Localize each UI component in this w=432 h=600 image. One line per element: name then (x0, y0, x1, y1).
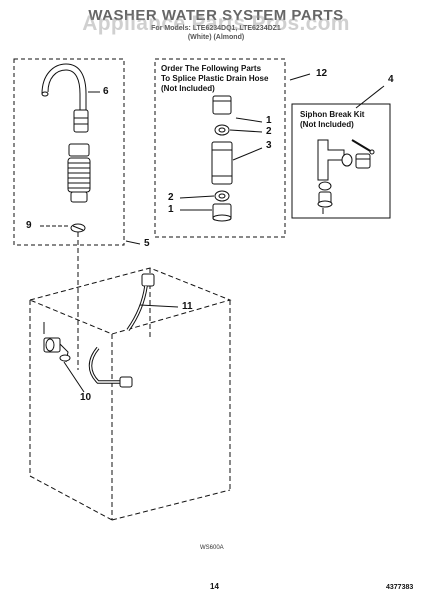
callout-6: 6 (103, 86, 109, 97)
leader-2a (229, 129, 263, 133)
splice-label-line-1: Order The Following Parts (161, 64, 262, 73)
valve-fitting (43, 322, 71, 363)
splice-box-label: Order The Following Parts To Splice Plas… (161, 64, 283, 94)
model-line: For Models: LTE6234DQ1, LTE6234DZ1 (151, 25, 281, 32)
figure-code: WS600A (200, 545, 224, 551)
callout-4: 4 (388, 74, 394, 85)
callout-1-bottom: 1 (168, 204, 174, 215)
page-title: WASHER WATER SYSTEM PARTS (88, 7, 344, 24)
leader-10 (63, 361, 85, 393)
corrugated-hose (67, 143, 91, 203)
callout-1-top: 1 (266, 115, 272, 126)
callout-10: 10 (80, 392, 92, 403)
leader-12 (289, 73, 311, 81)
leader-1a (235, 117, 263, 123)
callout-3: 3 (266, 140, 272, 151)
leader-3 (232, 147, 263, 161)
washer-cabinet (28, 267, 232, 521)
callout-2-bottom: 2 (168, 192, 174, 203)
siphon-kit-box (291, 103, 391, 219)
page-number: 14 (210, 582, 219, 591)
splice-label-line-2: To Splice Plastic Drain Hose (161, 74, 269, 83)
callout-12: 12 (316, 68, 328, 79)
siphon-label-line-1: Siphon Break Kit (300, 110, 365, 119)
drain-hose-hook (41, 63, 89, 133)
callout-11: 11 (182, 301, 193, 312)
siphon-kit-parts (317, 139, 375, 214)
hose-group-box (13, 58, 125, 246)
title-block: WASHER WATER SYSTEM PARTS For Models: LT… (0, 8, 432, 42)
document-number: 4377383 (386, 584, 414, 591)
callout-5: 5 (144, 238, 150, 249)
inlet-hose (88, 273, 155, 388)
leader-4 (355, 85, 385, 109)
leader-5 (125, 240, 141, 245)
splice-parts-box (154, 58, 286, 238)
splice-label-line-3: (Not Included) (161, 84, 215, 93)
callout-2-top: 2 (266, 126, 272, 137)
color-line: (White) (Almond) (187, 34, 245, 41)
watermark: Appliance Parts Pros.com (82, 12, 350, 35)
hose-clamp (70, 223, 86, 233)
leader-2b (179, 195, 215, 199)
splice-parts (211, 95, 233, 222)
callout-9: 9 (26, 220, 32, 231)
leader-11 (139, 304, 179, 308)
siphon-label-line-2: (Not Included) (300, 120, 354, 129)
siphon-box-label: Siphon Break Kit (Not Included) (300, 110, 388, 130)
